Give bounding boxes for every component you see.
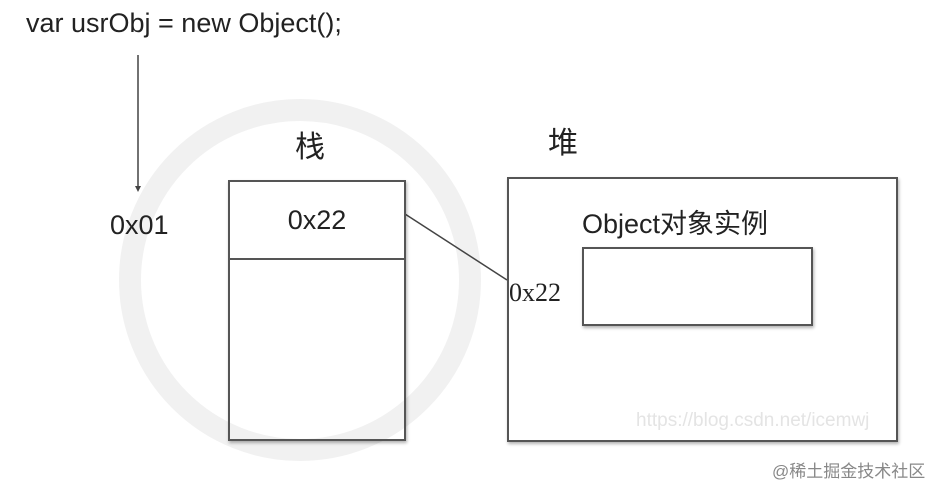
stack-box: 0x22 [228, 180, 406, 441]
variable-address: 0x01 [110, 210, 169, 240]
object-instance-box [582, 247, 813, 326]
stack-value: 0x22 [287, 204, 347, 235]
url-watermark: https://blog.csdn.net/icemwj [636, 410, 870, 431]
stack-cell: 0x22 [230, 182, 404, 260]
arrow-head [135, 186, 141, 192]
instance-label: Object对象实例 [582, 209, 769, 239]
credit-watermark: @稀土掘金技术社区 [772, 462, 926, 481]
reference-line [404, 213, 508, 281]
code-line: var usrObj = new Object(); [26, 8, 342, 38]
heap-title: 堆 [548, 127, 578, 160]
heap-address: 0x22 [509, 278, 561, 307]
stack-title: 栈 [295, 131, 325, 164]
heap-box [507, 177, 898, 442]
logo-watermark-ring [119, 99, 481, 461]
